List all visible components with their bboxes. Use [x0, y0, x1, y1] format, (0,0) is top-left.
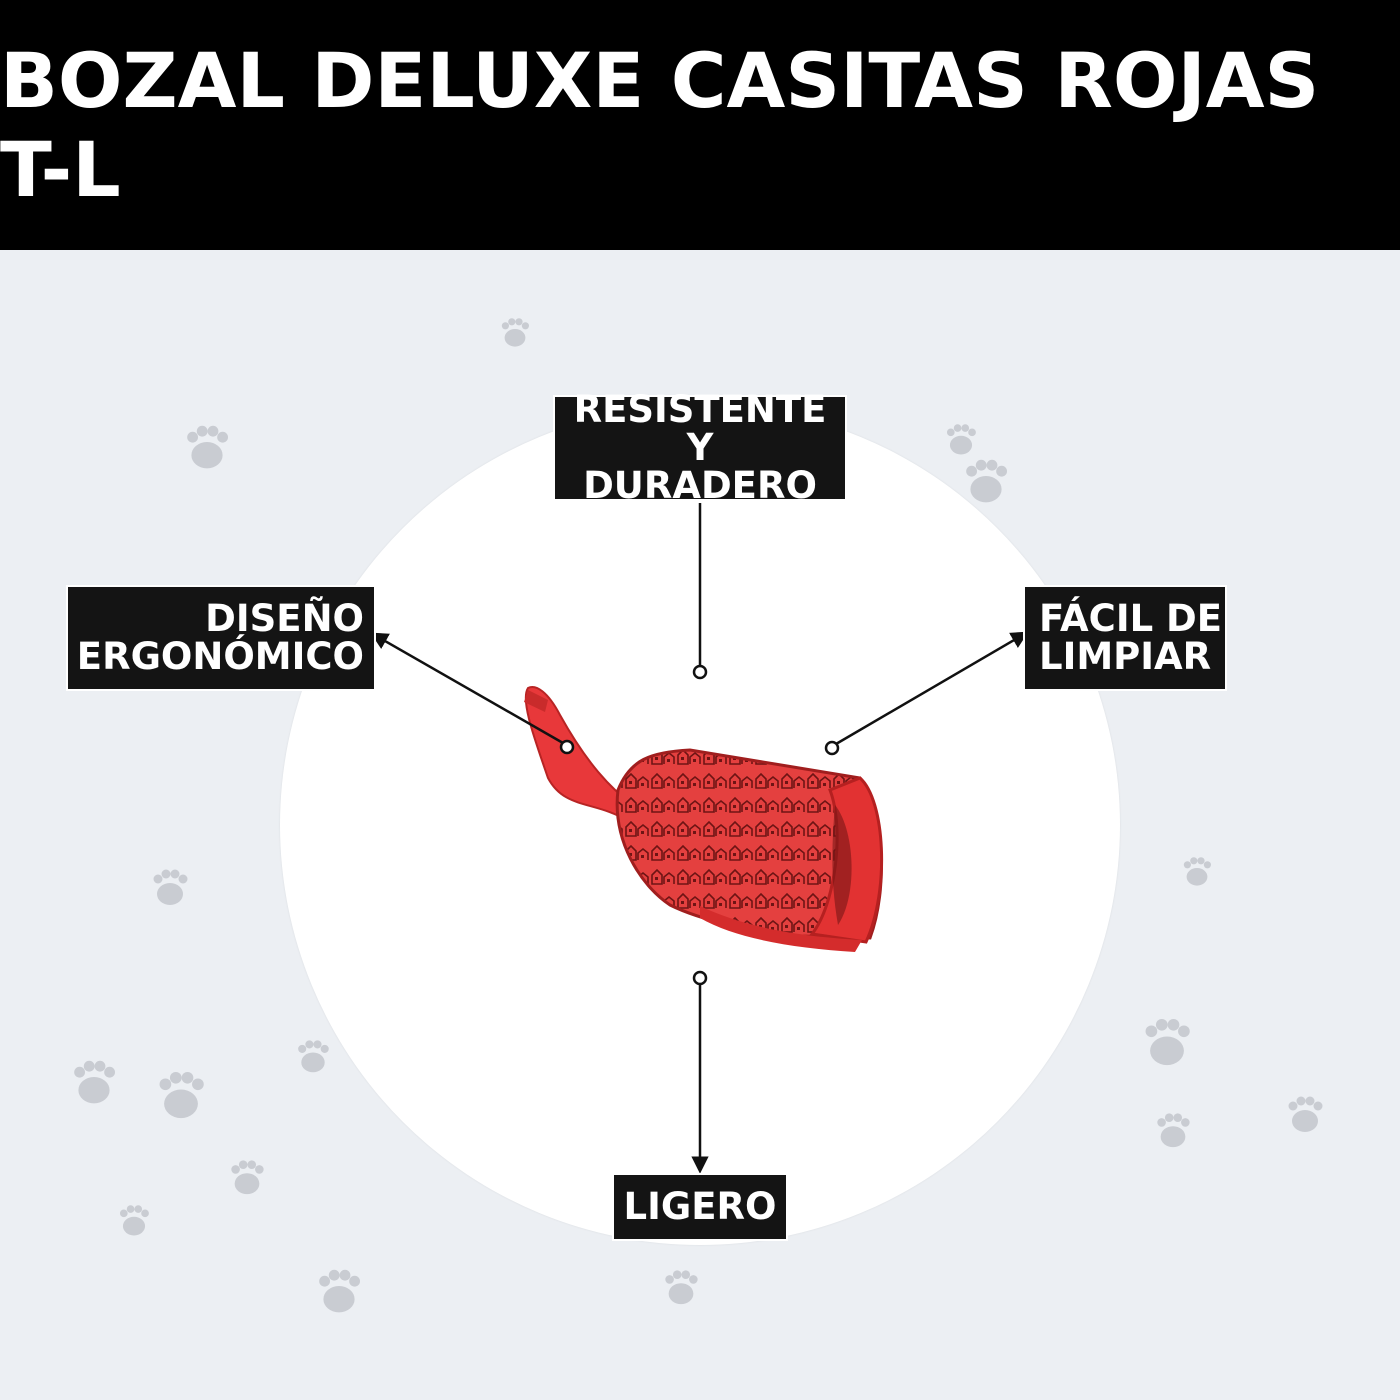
anchor-dot-right — [824, 740, 840, 756]
feature-text: LIGERO — [623, 1185, 777, 1228]
feature-label-bottom: LIGERO — [612, 1173, 788, 1241]
connector-left — [370, 632, 564, 745]
feature-label-top: RESISTENTE Y DURADERO — [553, 391, 847, 505]
page-title: BOZAL DELUXE CASITAS ROJAS T-L — [0, 36, 1320, 214]
feature-text: DISEÑO ERGONÓMICO — [76, 597, 364, 678]
feature-label-left: DISEÑO ERGONÓMICO — [66, 585, 376, 691]
anchor-dot-left — [559, 739, 575, 755]
feature-label-right: FÁCIL DE LIMPIAR — [1023, 585, 1227, 691]
feature-text: RESISTENTE Y DURADERO — [573, 388, 827, 507]
connector-right — [835, 631, 1029, 746]
feature-text: FÁCIL DE LIMPIAR — [1039, 597, 1223, 678]
anchor-dot-bottom — [692, 970, 708, 986]
header-bar — [0, 0, 1400, 250]
anchor-dot-top — [692, 664, 708, 680]
